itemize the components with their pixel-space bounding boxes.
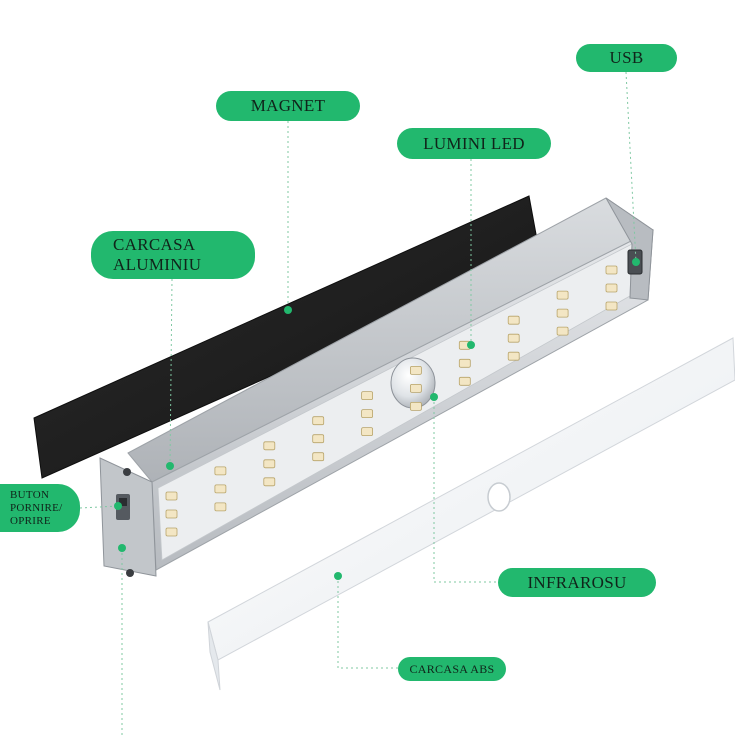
diffuser-sensor-hole — [487, 482, 511, 512]
led-chip — [165, 509, 178, 519]
led-chip — [507, 333, 520, 343]
led-chip — [361, 427, 374, 437]
led-chip — [312, 452, 325, 462]
led-array — [165, 265, 618, 537]
label-usb: USB — [576, 44, 677, 72]
label-magnet: MAGNET — [216, 91, 360, 121]
led-chip — [312, 416, 325, 426]
label-button-line3: OPRIRE — [10, 514, 51, 527]
led-chip — [556, 326, 569, 336]
label-infrared: INFRAROSU — [498, 568, 656, 597]
toggle-switch-knob — [119, 498, 127, 506]
led-chip — [507, 315, 520, 325]
led-chip — [263, 459, 276, 469]
led-chip — [361, 409, 374, 419]
led-chip — [312, 434, 325, 444]
label-infrared-text: INFRAROSU — [527, 572, 627, 592]
screw-icon — [126, 569, 134, 577]
led-chip — [263, 477, 276, 487]
led-chip — [556, 308, 569, 318]
label-button-line1: BUTON — [10, 488, 50, 501]
label-aluminum-line2: ALUMINIU — [113, 255, 202, 274]
label-aluminum-housing: CARCASA ALUMINIU — [91, 231, 255, 279]
led-chip — [409, 401, 422, 411]
led-chip — [605, 283, 618, 293]
label-abs-housing: CARCASA ABS — [398, 657, 506, 681]
label-magnet-text: MAGNET — [250, 96, 326, 115]
housing-end-cap-right — [605, 197, 654, 301]
led-chip — [409, 365, 422, 375]
label-led-lights: LUMINI LED — [397, 128, 551, 159]
led-chip — [409, 383, 422, 393]
led-chip — [214, 502, 227, 512]
abs-diffuser-edge — [207, 621, 221, 691]
led-chip — [214, 484, 227, 494]
led-chip — [263, 441, 276, 451]
led-chip — [165, 491, 178, 501]
pir-sensor-icon — [390, 357, 436, 409]
label-usb-text: USB — [609, 48, 644, 67]
led-chip — [605, 265, 618, 275]
led-chip — [165, 527, 178, 537]
screw-icon — [123, 468, 131, 476]
leader-lines — [79, 71, 637, 735]
led-chip — [458, 376, 471, 386]
led-chip — [556, 290, 569, 300]
led-chip — [214, 466, 227, 476]
label-led-text: LUMINI LED — [423, 133, 525, 153]
led-chip — [361, 391, 374, 401]
label-abs-text: CARCASA ABS — [409, 661, 495, 676]
label-power-button: BUTON PORNIRE/ OPRIRE — [0, 484, 80, 532]
label-button-line2: PORNIRE/ — [10, 501, 63, 514]
led-chip — [507, 351, 520, 361]
led-chip — [458, 358, 471, 368]
led-chip — [605, 301, 618, 311]
leader-dots — [114, 258, 640, 580]
label-aluminum-line1: CARCASA — [113, 235, 196, 254]
